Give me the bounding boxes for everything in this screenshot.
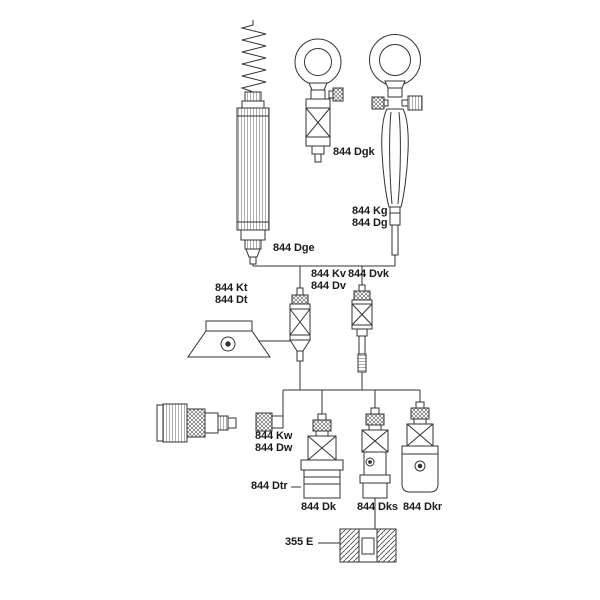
base-plate-355e-drawing — [339, 528, 397, 563]
clamp-kw-dw-drawing — [156, 403, 284, 443]
label-844-kv: 844 Kv — [311, 268, 346, 280]
probe-dk-drawing — [300, 413, 344, 499]
label-844-dw: 844 Dw — [255, 442, 293, 454]
label-844-dvk: 844 Dvk — [348, 268, 389, 280]
label-844-kg-dg: 844 Kg 844 Dg — [352, 205, 388, 229]
label-844-kt: 844 Kt — [215, 282, 248, 294]
spring-probe-drawing — [236, 20, 270, 265]
label-844-dks: 844 Dks — [357, 501, 398, 513]
label-844-kv-dv: 844 Kv 844 Dv — [311, 268, 346, 292]
label-844-dge: 844 Dge — [273, 242, 315, 254]
label-844-dgk: 844 Dgk — [333, 146, 375, 158]
vee-block-kt-dt-drawing — [187, 320, 271, 358]
connector-lines — [252, 255, 421, 544]
handle-small-drawing — [294, 38, 344, 163]
probe-dks-drawing — [359, 407, 391, 499]
label-844-kt-dt: 844 Kt 844 Dt — [215, 282, 248, 306]
probe-dkr-drawing — [401, 401, 439, 493]
handle-large-drawing — [369, 34, 423, 256]
label-844-dkr: 844 Dkr — [403, 501, 443, 513]
label-844-dk: 844 Dk — [301, 501, 336, 513]
label-844-dg: 844 Dg — [352, 217, 388, 229]
label-844-kw-dw: 844 Kw 844 Dw — [255, 430, 292, 454]
insert-kv-dv-drawing — [289, 287, 311, 362]
label-844-kg: 844 Kg — [352, 205, 388, 217]
label-355-e: 355 E — [285, 536, 314, 548]
label-844-kw: 844 Kw — [255, 430, 293, 442]
label-844-dv: 844 Dv — [311, 280, 346, 292]
insert-dvk-drawing — [351, 284, 373, 373]
label-844-dtr: 844 Dtr — [251, 480, 288, 492]
label-844-dt: 844 Dt — [215, 294, 248, 306]
